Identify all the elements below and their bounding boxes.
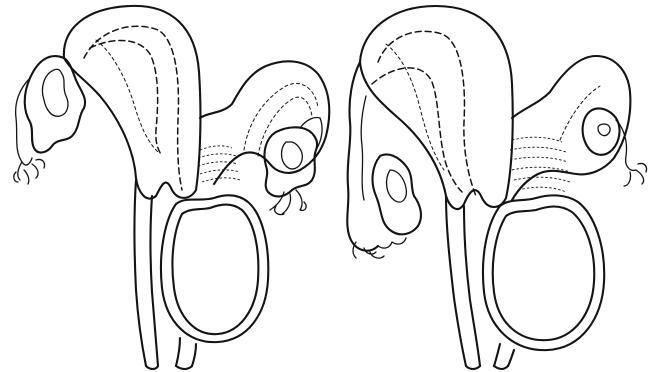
right-panel-vagina-inner (493, 207, 595, 341)
left-panel-right-horn-dash-a (244, 83, 318, 150)
right-panel-lower-stem-right (508, 350, 514, 366)
right-panel-left-ovary (373, 154, 421, 234)
right-panel-vagina-outer (483, 195, 604, 350)
left-panel-left-ovary (25, 56, 85, 152)
left-panel-right-ovary-inner (282, 142, 303, 169)
left-panel-vagina-outer (161, 195, 268, 342)
right-panel-cavity-dash-fine (386, 44, 444, 170)
left-panel-stem-base-left (146, 366, 158, 369)
right-panel-lower-stem-left (494, 344, 500, 366)
left-panel-left-ovary-inner (42, 69, 68, 116)
left-panel-vagina-inner (172, 205, 258, 335)
left-panel-lower-stem-left (176, 338, 180, 366)
left-panel-right-horn (200, 61, 329, 184)
right-panel-cervix-right-stem (464, 206, 480, 366)
left-panel-cavity-dash-fine (96, 40, 158, 152)
right-panel-main-horn (360, 6, 513, 209)
right-panel-left-ovary-inner (387, 170, 407, 202)
right-panel-right-horn-dash (560, 86, 600, 140)
right-panel-lower-stem-base (494, 366, 508, 369)
left-panel-right-ovary (264, 127, 317, 196)
right-panel-cavity-dash-inner (372, 68, 462, 192)
left-panel-lower-stem-base (176, 366, 192, 369)
right-panel-left-tube-inner (361, 96, 366, 200)
right-panel-right-ovary (583, 108, 620, 154)
right-panel-isthmus-hatching (510, 137, 570, 192)
left-panel-diagram (14, 6, 329, 369)
right-panel-stem-base-left (466, 366, 480, 369)
left-panel-cervix-left-stem (135, 180, 147, 366)
left-panel-cervix-right-stem (151, 196, 159, 366)
right-panel-left-fimbriae (353, 238, 406, 258)
right-panel-diagram (347, 6, 646, 369)
left-panel-lower-stem-right (192, 344, 196, 366)
right-panel-cervix-left-stem (446, 196, 466, 366)
right-panel-right-follicle (598, 124, 610, 136)
right-panel-right-horn (512, 56, 630, 200)
left-panel-cavity-dash-outer (84, 26, 182, 190)
